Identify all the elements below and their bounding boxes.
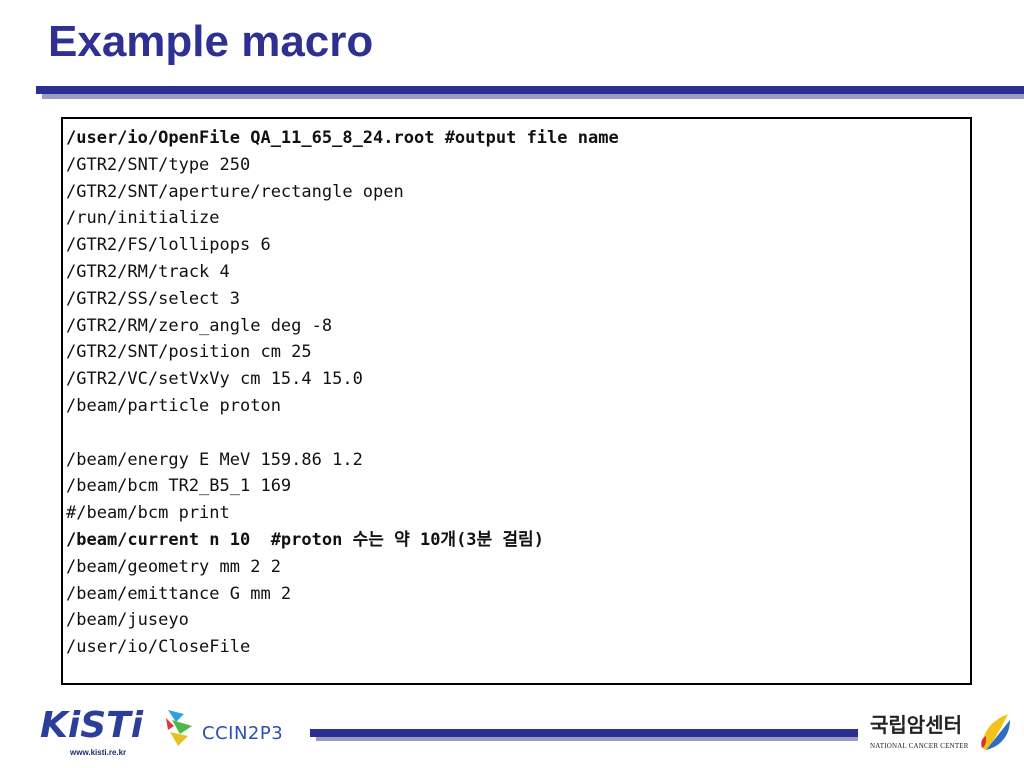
code-line: /GTR2/SNT/position cm 25 [66, 342, 312, 363]
code-line: /beam/energy E MeV 159.86 1.2 [66, 449, 363, 470]
code-line: /GTR2/RM/zero_angle deg -8 [66, 315, 333, 336]
macro-code-box: /user/io/OpenFile QA_11_65_8_24.root #ou… [61, 117, 972, 685]
kisti-logo-text: KiSTi [40, 705, 144, 746]
slide-title: Example macro [48, 17, 374, 66]
code-line: /GTR2/VC/setVxVy cm 15.4 15.0 [66, 369, 363, 390]
kisti-url: www.kisti.re.kr [70, 748, 127, 757]
ccin2p3-logo: CCIN2P3 [162, 704, 292, 754]
code-line: /beam/particle proton [66, 395, 281, 416]
footer-divider [310, 729, 858, 737]
ccin2p3-emblem-icon [166, 710, 192, 746]
code-line: /GTR2/SS/select 3 [66, 288, 240, 309]
kisti-logo: KiSTi www.kisti.re.kr [40, 704, 150, 764]
code-line: /GTR2/SNT/aperture/rectangle open [66, 181, 404, 202]
code-line: /GTR2/FS/lollipops 6 [66, 235, 271, 256]
ncc-emblem-icon [981, 714, 1010, 750]
code-line: /user/io/OpenFile QA_11_65_8_24.root #ou… [66, 128, 619, 148]
title-divider-shadow [42, 94, 1024, 99]
code-line [66, 420, 970, 447]
code-line: /beam/emittance G mm 2 [66, 583, 292, 604]
code-line: /beam/geometry mm 2 2 [66, 556, 281, 577]
code-lines: /user/io/OpenFile QA_11_65_8_24.root #ou… [66, 125, 970, 661]
code-line: /beam/juseyo [66, 610, 189, 631]
code-line: /beam/bcm TR2_B5_1 169 [66, 476, 292, 497]
ncc-name-korean: 국립암센터 [870, 713, 962, 737]
footer-divider-shadow [316, 737, 858, 741]
ncc-name-english: NATIONAL CANCER CENTER [870, 742, 969, 750]
national-cancer-center-logo: 국립암센터 NATIONAL CANCER CENTER [866, 712, 1014, 762]
code-line: #/beam/bcm print [66, 503, 230, 524]
code-line: /GTR2/SNT/type 250 [66, 154, 251, 175]
code-line: /GTR2/RM/track 4 [66, 261, 230, 282]
title-divider [36, 86, 1024, 94]
code-line: /user/io/CloseFile [66, 637, 251, 658]
code-line: /beam/current n 10 #proton 수는 약 10개(3분 걸… [66, 529, 544, 550]
ccin2p3-logo-text: CCIN2P3 [202, 723, 284, 744]
code-line: /run/initialize [66, 208, 220, 229]
